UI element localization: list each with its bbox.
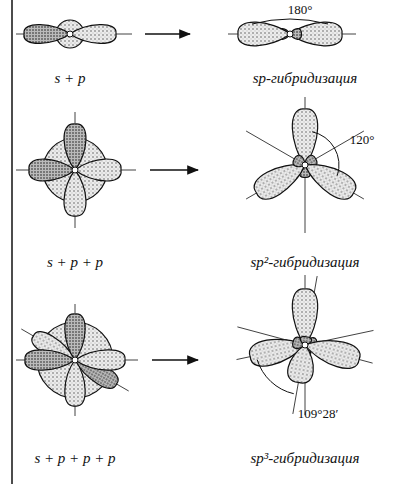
orbital-lobe: [65, 314, 85, 360]
orbital-sum-label: s + p + p: [47, 254, 103, 271]
nucleus: [287, 31, 293, 37]
nucleus: [302, 162, 308, 168]
orbital-sum-label: s + p: [55, 70, 86, 87]
orbital-lobe: [292, 289, 317, 345]
angle-arc: [257, 360, 294, 394]
hybridization-label: sp-гибридизация: [253, 70, 358, 87]
orbital-lobe: [24, 25, 70, 44]
angle-label: 109°28′: [298, 407, 339, 421]
orbital-lobe: [286, 343, 318, 385]
orbital-lobe: [299, 154, 360, 204]
orbital-lobe: [29, 159, 75, 181]
transition-arrow: [145, 33, 190, 35]
orbital-lobe: [64, 124, 86, 170]
orbital-lobe: [291, 154, 307, 170]
transition-arrow: [150, 169, 198, 171]
orbital-lobe: [25, 350, 75, 370]
nucleus: [302, 342, 308, 348]
orbital-lobe: [75, 350, 125, 370]
hybridization-label: sp²-гибридизация: [250, 254, 359, 271]
orbital-lobe: [70, 25, 116, 44]
orbital-lobe: [250, 154, 311, 204]
nucleus: [72, 357, 78, 363]
orbital-lobe: [64, 170, 86, 216]
hybridization-label: sp³-гибридизация: [250, 450, 359, 467]
orbital-lobe: [75, 159, 121, 181]
angle-label: 180°: [288, 3, 313, 17]
orbital-sum-label: s + p + p + p: [34, 450, 115, 467]
orbital-lobe: [65, 360, 85, 406]
nucleus: [67, 31, 73, 37]
margin-line: [11, 0, 13, 484]
orbitals: [16, 19, 373, 416]
nucleus: [72, 167, 78, 173]
angle-label: 120°: [350, 133, 375, 147]
transition-arrow: [152, 359, 198, 361]
orbital-lobe: [290, 22, 342, 46]
orbital-lobe: [238, 22, 290, 46]
angle-arc: [312, 132, 339, 176]
angle-arc: [252, 19, 328, 24]
